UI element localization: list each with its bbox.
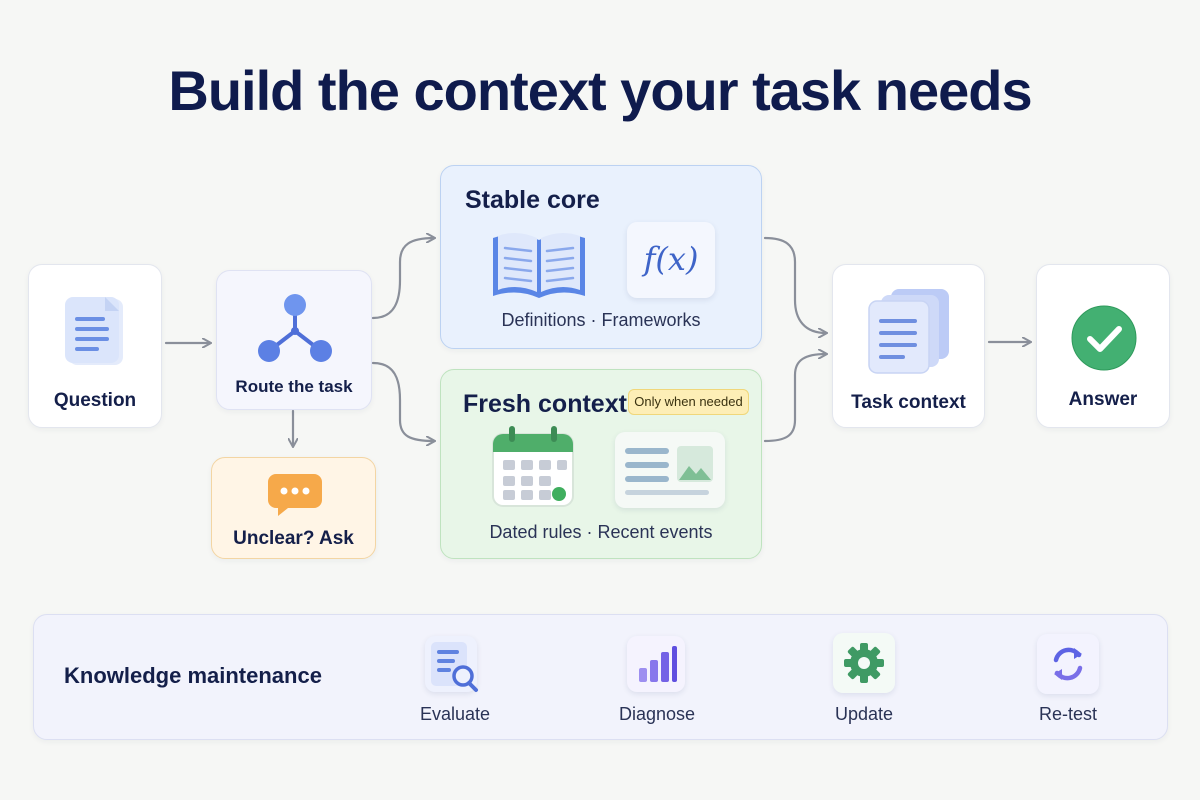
stable-core-title: Stable core: [465, 186, 600, 214]
knowledge-maintenance-panel: [33, 614, 1168, 740]
route-node: Route the task: [216, 270, 372, 410]
answer-node: Answer: [1036, 264, 1170, 428]
stable-core-panel: Stable core f(x) Definitions · Framework…: [440, 165, 762, 349]
route-label: Route the task: [235, 377, 353, 396]
question-label: Question: [53, 390, 137, 411]
arrow-fresh-to-taskctx: [763, 354, 826, 443]
function-icon: f(x): [627, 222, 715, 298]
open-book-icon: [493, 232, 585, 298]
only-when-needed-badge: Only when needed: [628, 389, 749, 415]
page-title: Build the context your task needs: [168, 59, 1032, 122]
step-diagnose-label: Diagnose: [618, 704, 696, 724]
arrow-stable-to-taskctx: [763, 236, 826, 333]
calendar-icon: [492, 426, 574, 507]
function-symbol: f(x): [643, 240, 699, 278]
news-article-icon: [615, 432, 725, 508]
unclear-node: Unclear? Ask: [211, 457, 376, 559]
task-context-label: Task context: [851, 392, 966, 413]
task-context-node: Task context: [832, 264, 985, 428]
checkmark-icon: [1071, 305, 1137, 371]
arrow-route-to-stable: [371, 238, 434, 320]
document-icon: [65, 297, 123, 365]
refresh-icon: [1037, 634, 1099, 694]
bar-chart-icon: [627, 636, 685, 692]
fresh-context-title: Fresh context: [463, 390, 627, 418]
gear-icon: [833, 633, 895, 693]
branch-node-icon: [258, 294, 332, 362]
chat-bubble-icon: [268, 474, 322, 516]
step-update-label: Update: [834, 704, 894, 724]
step-retest-label: Re-test: [1038, 704, 1098, 724]
answer-label: Answer: [1068, 389, 1138, 410]
step-evaluate-label: Evaluate: [419, 704, 491, 724]
question-node: Question: [28, 264, 162, 428]
unclear-label: Unclear? Ask: [233, 528, 354, 549]
stable-core-caption: Definitions · Frameworks: [501, 310, 701, 330]
maintenance-title: Knowledge maintenance: [64, 663, 322, 688]
fresh-context-caption: Dated rules · Recent events: [489, 522, 713, 542]
document-search-icon: [425, 636, 478, 692]
stacked-documents-icon: [868, 289, 949, 374]
arrow-route-to-fresh: [371, 361, 434, 441]
